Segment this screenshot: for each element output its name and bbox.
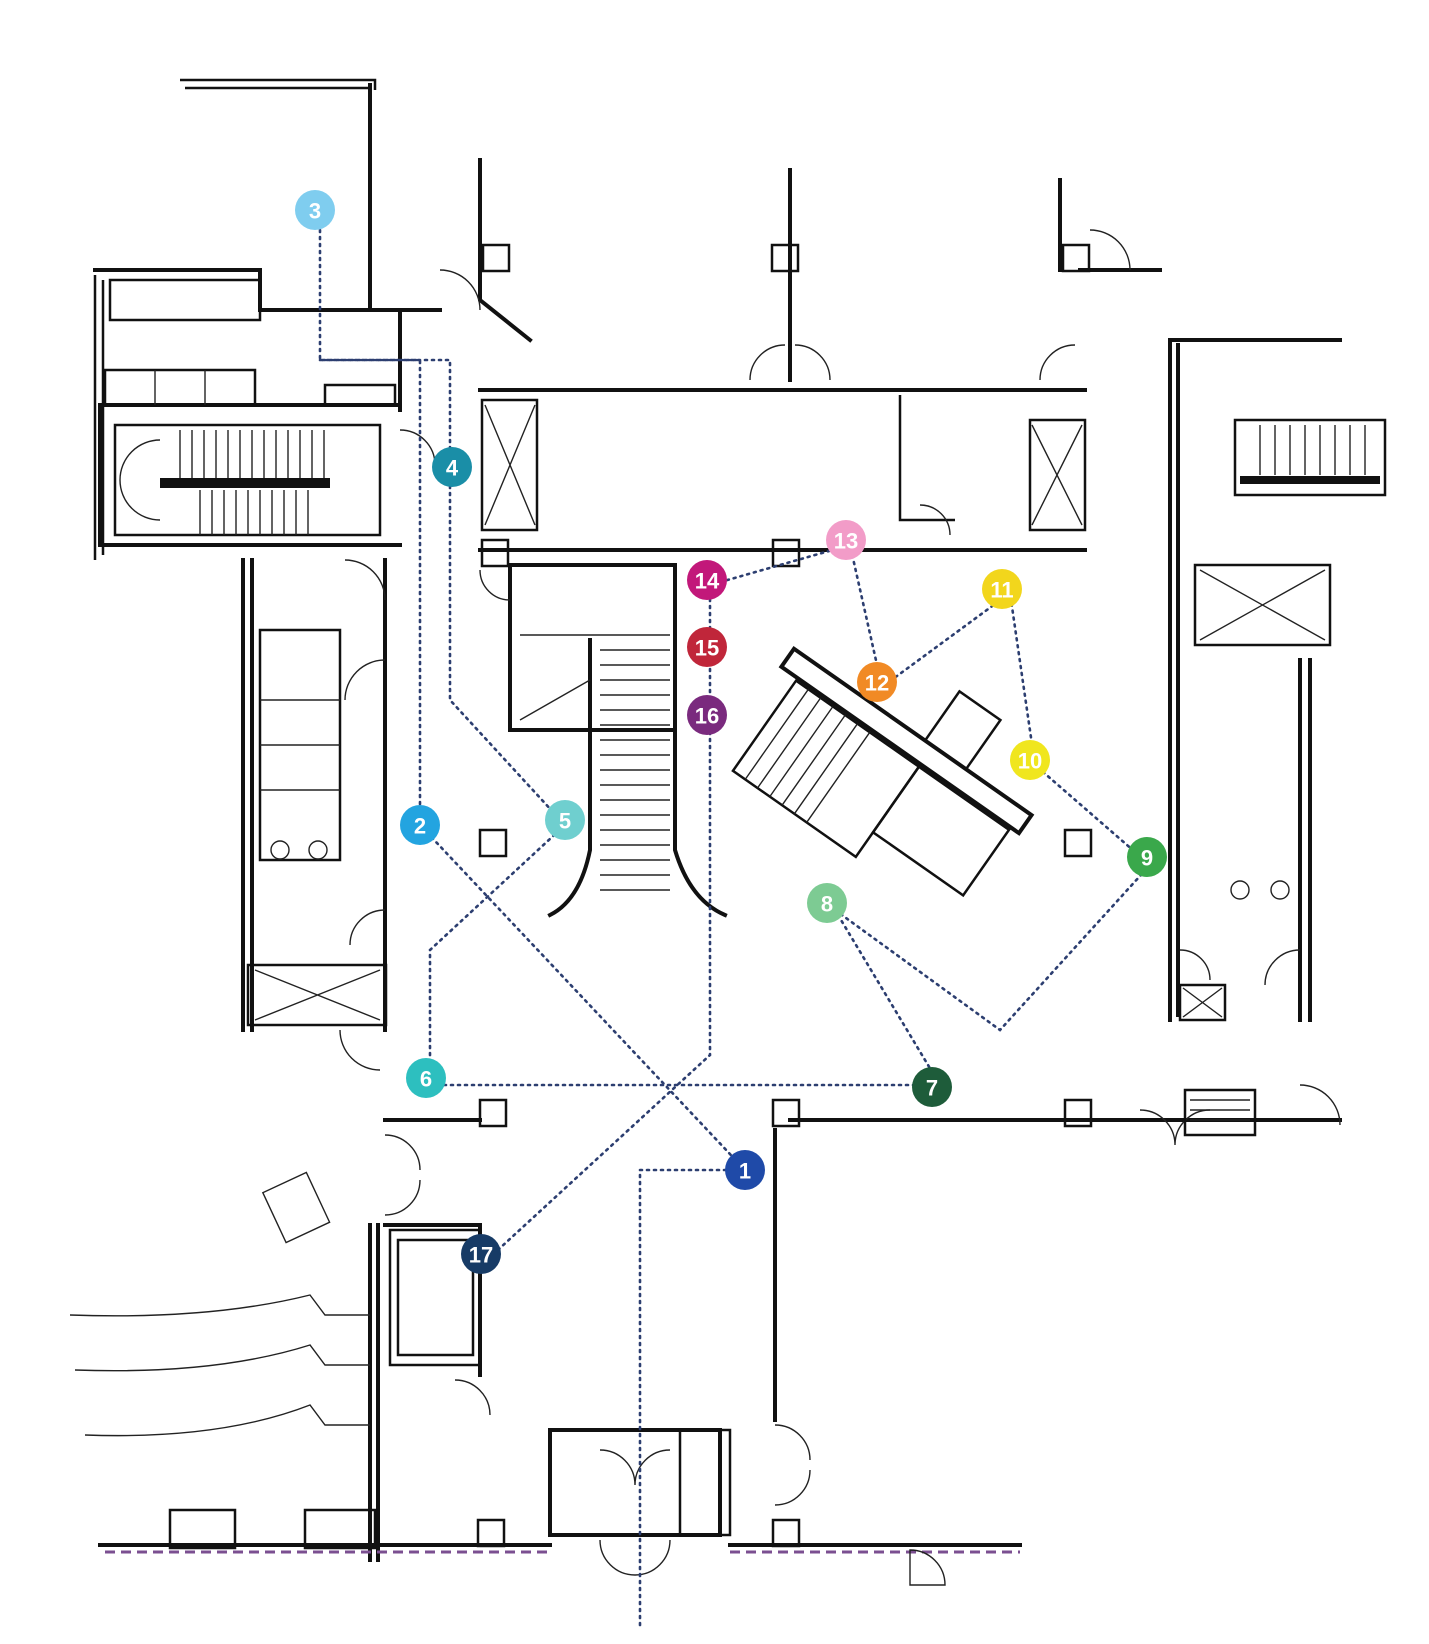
stop-marker-13[interactable]: 13 [826, 520, 866, 560]
stop-1-dot [725, 1150, 765, 1190]
stop-1-label: 1 [739, 1159, 751, 1184]
stop-10-dot [1010, 740, 1050, 780]
elevator-center-left [480, 398, 539, 532]
elevator-right [1193, 563, 1332, 647]
stop-marker-9[interactable]: 9 [1127, 837, 1167, 877]
stop-marker-1[interactable]: 1 [725, 1150, 765, 1190]
entry-vestibule [548, 1428, 732, 1576]
stair-upper-right [1233, 418, 1387, 497]
elevator-small-right [1178, 983, 1227, 1022]
stop-2-label: 2 [414, 814, 426, 839]
elevator-center-right [1028, 418, 1087, 532]
stop-11-dot [982, 569, 1022, 609]
stop-12-label: 12 [865, 671, 889, 696]
stop-11-label: 11 [990, 578, 1013, 603]
stop-6-label: 6 [420, 1067, 432, 1092]
stop-2-dot [400, 805, 440, 845]
stop-marker-2[interactable]: 2 [400, 805, 440, 845]
stop-14-dot [687, 560, 727, 600]
stop-marker-3[interactable]: 3 [295, 190, 335, 230]
stop-marker-7[interactable]: 7 [912, 1067, 952, 1107]
stop-marker-17[interactable]: 17 [461, 1234, 501, 1274]
stop-markers: 1 2 3 4 5 6 7 8 9 10 11 12 13 14 15 16 1… [295, 190, 1167, 1274]
stop-16-label: 16 [695, 704, 719, 729]
stair-upper-left [113, 423, 382, 537]
stop-marker-15[interactable]: 15 [687, 627, 727, 667]
stop-marker-5[interactable]: 5 [545, 800, 585, 840]
stop-9-label: 9 [1141, 846, 1153, 871]
stop-3-dot [295, 190, 335, 230]
stop-marker-10[interactable]: 10 [1010, 740, 1050, 780]
stop-15-label: 15 [695, 636, 719, 661]
stop-marker-11[interactable]: 11 [982, 569, 1022, 609]
stop-6-dot [406, 1058, 446, 1098]
stop-17-label: 17 [469, 1243, 493, 1268]
stop-14-label: 14 [695, 569, 720, 594]
rotated-desk [731, 645, 1035, 898]
stop-15-dot [687, 627, 727, 667]
stop-13-label: 13 [834, 529, 858, 554]
stop-8-dot [807, 883, 847, 923]
columns [476, 243, 1093, 1548]
stop-marker-14[interactable]: 14 [687, 560, 727, 600]
stop-3-label: 3 [309, 199, 321, 224]
stop-7-label: 7 [926, 1076, 938, 1101]
stop-4-label: 4 [446, 456, 459, 481]
stop-17-dot [461, 1234, 501, 1274]
stop-9-dot [1127, 837, 1167, 877]
stop-8-label: 8 [821, 892, 833, 917]
stop-marker-8[interactable]: 8 [807, 883, 847, 923]
building-walls [69, 78, 1387, 1586]
stop-5-label: 5 [559, 809, 571, 834]
elevator-left [246, 963, 388, 1027]
grand-stair [508, 563, 728, 918]
stop-16-dot [687, 695, 727, 735]
door-swings [339, 229, 1341, 1586]
stop-13-dot [826, 520, 866, 560]
stop-marker-12[interactable]: 12 [857, 662, 897, 702]
stop-5-dot [545, 800, 585, 840]
stop-marker-16[interactable]: 16 [687, 695, 727, 735]
stop-7-dot [912, 1067, 952, 1107]
stop-marker-6[interactable]: 6 [406, 1058, 446, 1098]
stop-10-label: 10 [1018, 749, 1042, 774]
stop-12-dot [857, 662, 897, 702]
stop-marker-4[interactable]: 4 [432, 447, 472, 487]
stop-4-dot [432, 447, 472, 487]
tour-route [318, 208, 1152, 1627]
